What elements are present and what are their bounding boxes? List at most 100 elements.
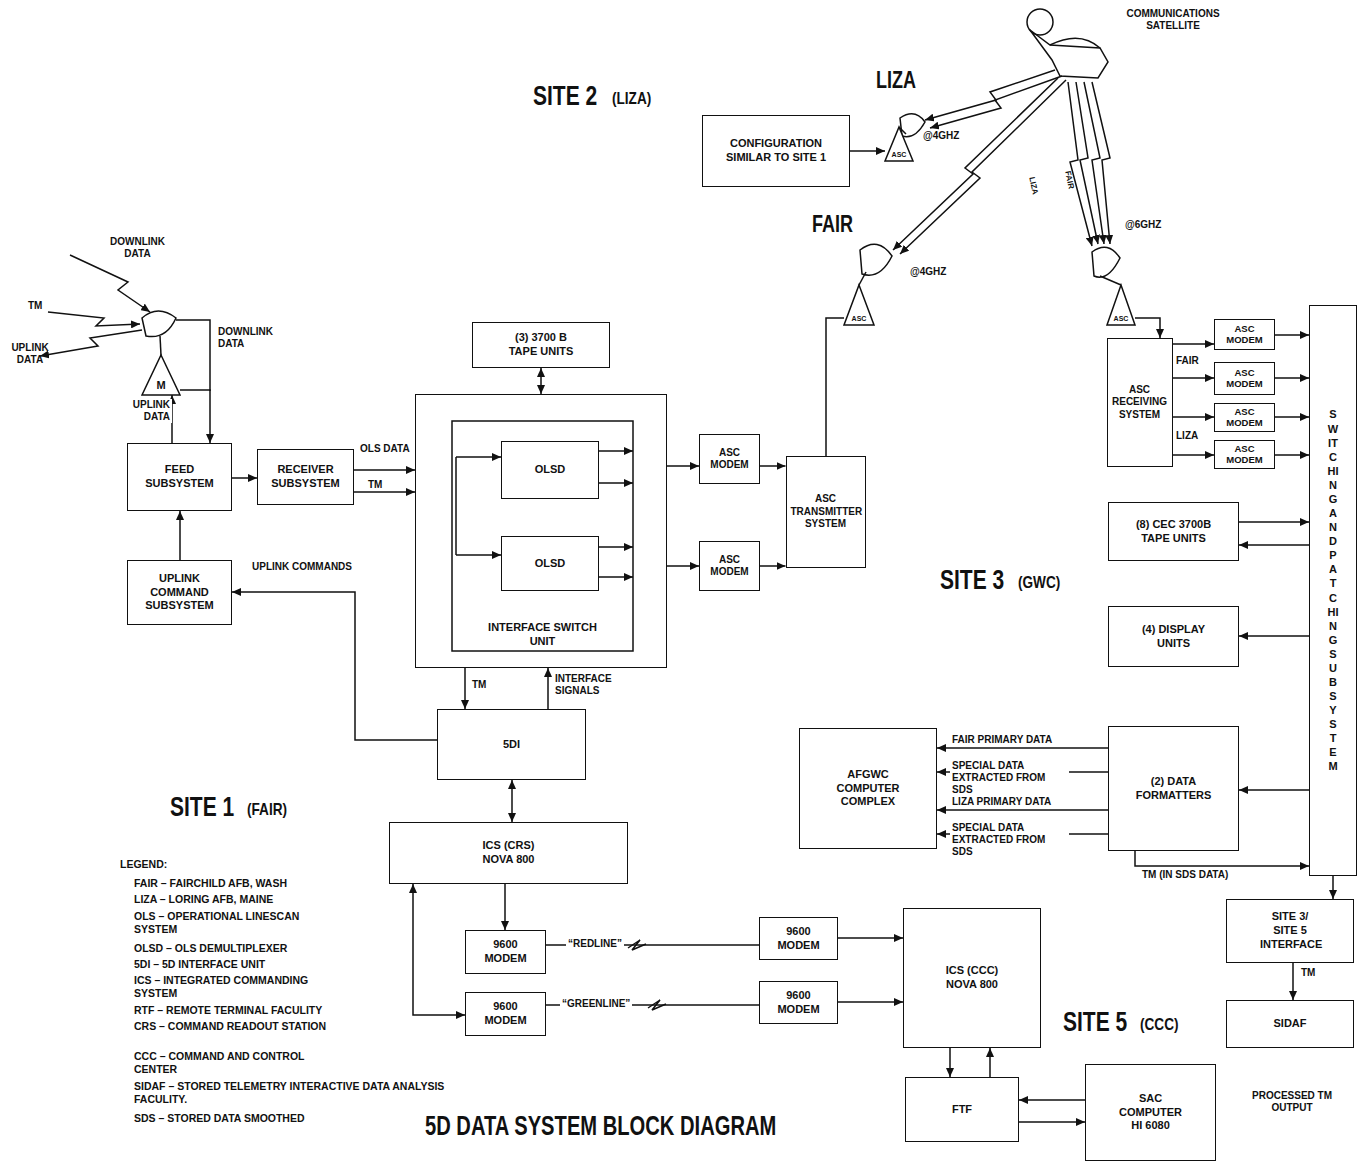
- connector: [1019, 1121, 1085, 1123]
- connector: [667, 565, 699, 567]
- annotation: @4GHZ: [910, 266, 946, 278]
- legend-entry: LEGEND:: [120, 858, 167, 871]
- illustration-stroke: [930, 76, 1062, 128]
- annotation: FAIR: [1176, 355, 1199, 367]
- connector: [1332, 876, 1334, 899]
- node-text: OLSD: [535, 463, 566, 477]
- annotation: @6GHZ: [1125, 219, 1161, 231]
- node-text: SWITCHING AND PATCHING SUBSYSTEM: [1328, 407, 1339, 773]
- process-box: OLSD: [501, 536, 599, 591]
- connector: [547, 668, 549, 709]
- connector-label: LIZA PRIMARY DATA: [950, 796, 1069, 808]
- annotation: COMMUNICATIONS SATELLITE: [1118, 8, 1228, 32]
- illustration-stroke: [859, 272, 866, 285]
- illustration-stroke: [1084, 82, 1104, 244]
- connector: [180, 390, 210, 443]
- legend-entry: CRS – COMMAND READOUT STATION: [134, 1020, 334, 1033]
- connector: [1292, 963, 1294, 1000]
- annotation: (CCC): [1140, 1016, 1179, 1033]
- process-box: OLSD: [501, 441, 599, 499]
- annotation: FAIR: [1063, 170, 1076, 190]
- connector: [937, 809, 1108, 811]
- node-text: SITE 3/ SITE 5 INTERFACE: [1260, 910, 1320, 951]
- connector: [1173, 377, 1215, 379]
- node-text: ASC: [852, 315, 867, 323]
- illustration-stroke: [900, 114, 925, 137]
- connector: [1019, 1099, 1085, 1101]
- process-box: ASC MODEM: [699, 541, 760, 591]
- connector: [1275, 334, 1309, 336]
- node-text: (2) DATA FORMATTERS: [1134, 775, 1214, 803]
- site-heading: LIZA: [876, 68, 916, 92]
- connector: [232, 592, 437, 740]
- illustration-stroke: [1030, 30, 1108, 78]
- annotation: PROCESSED TM OUTPUT: [1246, 1090, 1338, 1114]
- process-box: (3) 3700 B TAPE UNITS: [472, 322, 610, 368]
- connector-label: TM: [1299, 967, 1317, 979]
- node-text: 5DI: [503, 738, 520, 752]
- process-box: SAC COMPUTER HI 6080: [1085, 1064, 1216, 1161]
- connector: [1275, 377, 1309, 379]
- illustration-stroke: [40, 330, 142, 356]
- triangle-outline: [844, 285, 874, 325]
- illustration-stroke: [1092, 82, 1110, 244]
- connector: [1239, 635, 1309, 637]
- node-text: 9600 MODEM: [481, 1000, 531, 1028]
- process-box: ASC MODEM: [699, 434, 760, 484]
- connector-label: “REDLINE”: [566, 938, 624, 950]
- triangle-outline: [1107, 285, 1135, 325]
- illustration-stroke: [860, 244, 892, 275]
- site-heading: SITE 1: [170, 793, 234, 821]
- node-text: CONFIGURATION SIMILAR TO SITE 1: [716, 137, 836, 165]
- connector: [667, 465, 699, 467]
- process-box: AFGWC COMPUTER COMPLEX: [799, 728, 937, 849]
- process-box: 9600 MODEM: [465, 930, 546, 974]
- illustration-stroke: [70, 255, 150, 312]
- illustration-stroke: [900, 80, 1066, 254]
- connector: [540, 368, 542, 394]
- process-box: 9600 MODEM: [759, 917, 838, 960]
- connector-label: “GREENLINE”: [560, 998, 632, 1010]
- illustration-stroke: [1050, 38, 1100, 48]
- connector: [504, 884, 506, 930]
- process-box: FTF: [905, 1077, 1019, 1142]
- process-box: SIDAF: [1226, 1000, 1354, 1048]
- legend-entry: FAIR – FAIRCHILD AFB, WASH: [134, 877, 384, 890]
- process-box: 9600 MODEM: [759, 981, 838, 1024]
- process-box: ASC MODEM: [1214, 362, 1275, 395]
- node-text: 9600 MODEM: [774, 989, 824, 1017]
- node-text: INTERFACE SWITCH UNIT: [452, 621, 633, 649]
- connector-label: TM: [470, 679, 488, 691]
- illustration-stroke: [48, 312, 140, 326]
- connector: [179, 511, 181, 560]
- legend-entry: SIDAF – STORED TELEMETRY INTERACTIVE DAT…: [134, 1080, 454, 1106]
- illustration-stroke: [893, 78, 1058, 250]
- connector: [760, 465, 786, 467]
- connector: [1135, 318, 1160, 338]
- connector-label: UPLINK DATA: [118, 399, 172, 423]
- node-text: ASC MODEM: [1220, 407, 1270, 429]
- node-text: ICS (CRS) NOVA 800: [474, 839, 544, 867]
- connector-label: UPLINK COMMANDS: [250, 561, 354, 573]
- legend-entry: 5DI – 5D INTERFACE UNIT: [134, 958, 384, 971]
- node-text: (4) DISPLAY UNITS: [1139, 623, 1209, 651]
- connector: [949, 1048, 951, 1077]
- node-text: ASC RECEIVING SYSTEM: [1112, 384, 1168, 422]
- node-text: RECEIVER SUBSYSTEM: [266, 463, 346, 491]
- node-text: ASC MODEM: [1220, 444, 1270, 466]
- connector: [1275, 416, 1309, 418]
- connector: [354, 491, 415, 493]
- connector-label: TM: [366, 479, 384, 491]
- illustration-stroke: [142, 311, 176, 337]
- legend-entry: ICS – INTEGRATED COMMANDING SYSTEM: [134, 974, 344, 1000]
- antenna-mount: ASC: [844, 285, 874, 325]
- connector: [937, 747, 1108, 749]
- connector: [1173, 343, 1215, 345]
- connector: [1173, 454, 1215, 456]
- node-text: UPLINK COMMAND SUBSYSTEM: [140, 572, 220, 613]
- site-heading: SITE 5: [1063, 1008, 1127, 1036]
- process-box: ASC MODEM: [1214, 403, 1275, 432]
- legend-entry: LIZA – LORING AFB, MAINE: [134, 893, 384, 906]
- connector: [1275, 454, 1309, 456]
